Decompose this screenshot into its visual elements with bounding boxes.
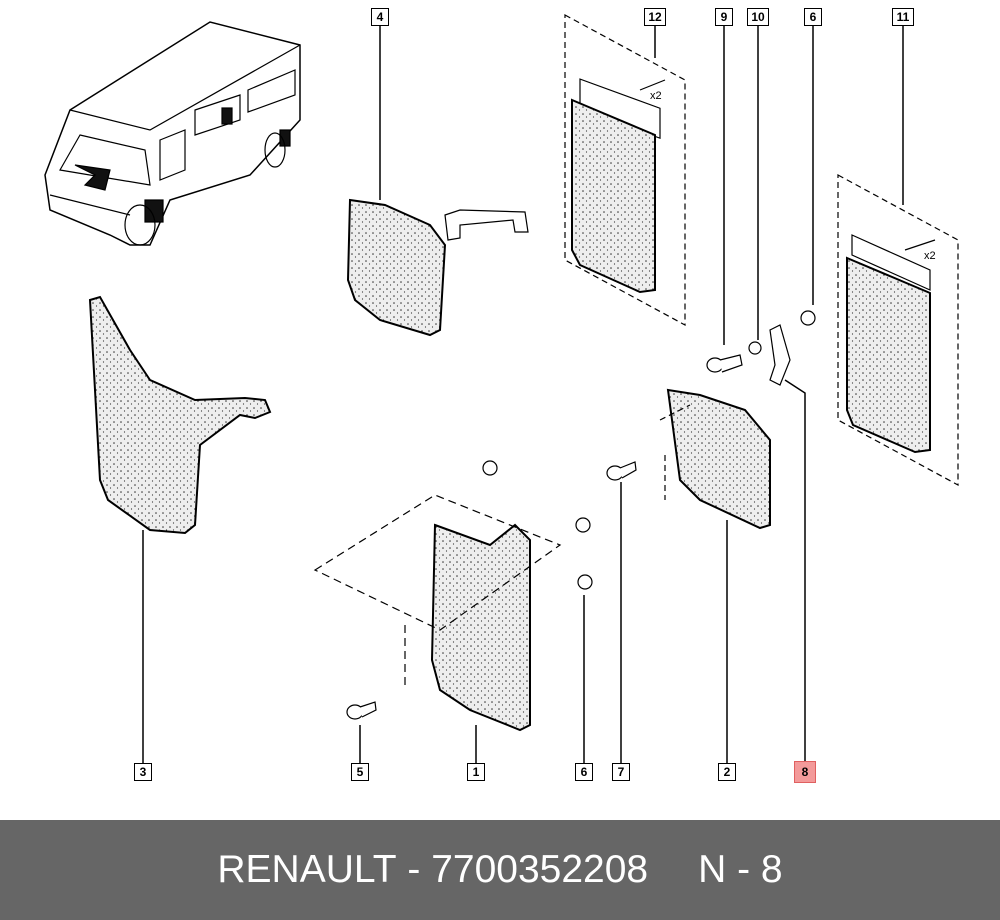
van-illustration: [44, 21, 301, 246]
parts-diagram: [44, 13, 959, 763]
part-number: 7700352208: [431, 848, 649, 891]
callout-7[interactable]: 7: [612, 763, 630, 781]
callout-9[interactable]: 9: [715, 8, 733, 26]
callout-6-bottom[interactable]: 6: [575, 763, 593, 781]
position-label: N - 8: [698, 848, 783, 891]
part-8-bracket: [769, 324, 791, 386]
part-3-mudflap: [88, 295, 272, 535]
quantity-note: x2: [650, 90, 662, 102]
callout-3[interactable]: 3: [134, 763, 152, 781]
footer-bar: RENAULT - 7700352208 N - 8: [0, 820, 1000, 920]
callout-2[interactable]: 2: [718, 763, 736, 781]
part-1-mudflap: [430, 523, 531, 732]
callout-6-top[interactable]: 6: [804, 8, 822, 26]
callout-11[interactable]: 11: [892, 8, 914, 26]
callout-8-highlighted[interactable]: 8: [794, 761, 816, 783]
callout-1[interactable]: 1: [467, 763, 485, 781]
part-4-bracket: [444, 209, 529, 241]
callout-12[interactable]: 12: [644, 8, 666, 26]
part-11-mudflap: [846, 256, 931, 454]
callout-10[interactable]: 10: [747, 8, 769, 26]
part-4-mudflap: [346, 198, 447, 337]
separator: -: [396, 848, 432, 891]
callout-4[interactable]: 4: [371, 8, 389, 26]
part-12-mudflap: [571, 98, 656, 294]
brand-name: RENAULT: [217, 848, 397, 891]
quantity-note: x2: [924, 250, 936, 262]
part-2-mudflap: [666, 388, 771, 530]
callout-5[interactable]: 5: [351, 763, 369, 781]
